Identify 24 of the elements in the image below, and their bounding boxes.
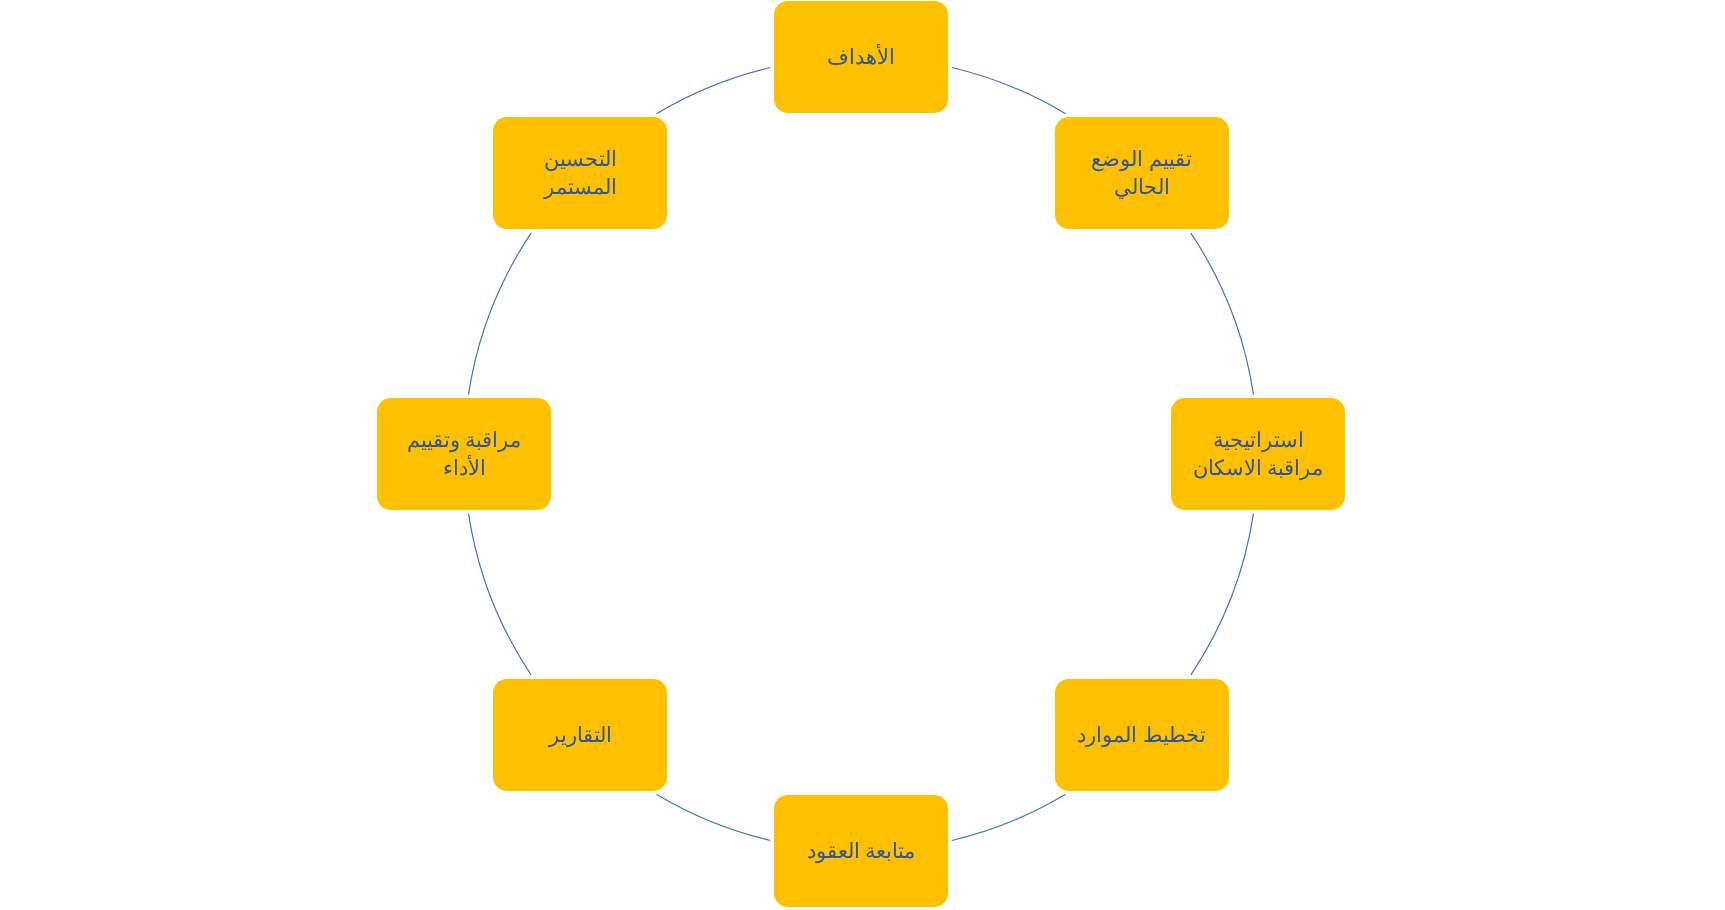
node-label: تخطيط الموارد	[1077, 721, 1207, 749]
node-label: مراقبة وتقييم الأداء	[405, 426, 523, 481]
node-label: تقييم الوضع الحالي	[1090, 145, 1194, 201]
connector-arc	[1190, 512, 1255, 676]
node-label: الأهداف	[827, 43, 895, 70]
process-box	[774, 795, 948, 907]
connector-arc	[655, 793, 771, 842]
node-label: التحسين المستمر	[542, 145, 618, 202]
connector-arc	[467, 512, 532, 676]
connector-arc	[467, 232, 532, 396]
process-box	[1054, 678, 1229, 791]
process-box	[1054, 117, 1229, 230]
node-label: استراتيجية مراقبة الاسكان	[1191, 426, 1325, 483]
process-box	[1171, 398, 1345, 510]
connector-arc	[951, 793, 1067, 842]
process-box	[774, 1, 948, 113]
process-box	[493, 678, 668, 791]
process-box	[493, 117, 668, 230]
node-label: التقارير	[548, 721, 612, 749]
connector-arc	[1190, 232, 1255, 396]
connector-arc	[655, 66, 771, 115]
process-box	[377, 398, 551, 510]
connector-arc	[951, 66, 1067, 115]
node-label: متابعة العقود	[806, 837, 916, 866]
